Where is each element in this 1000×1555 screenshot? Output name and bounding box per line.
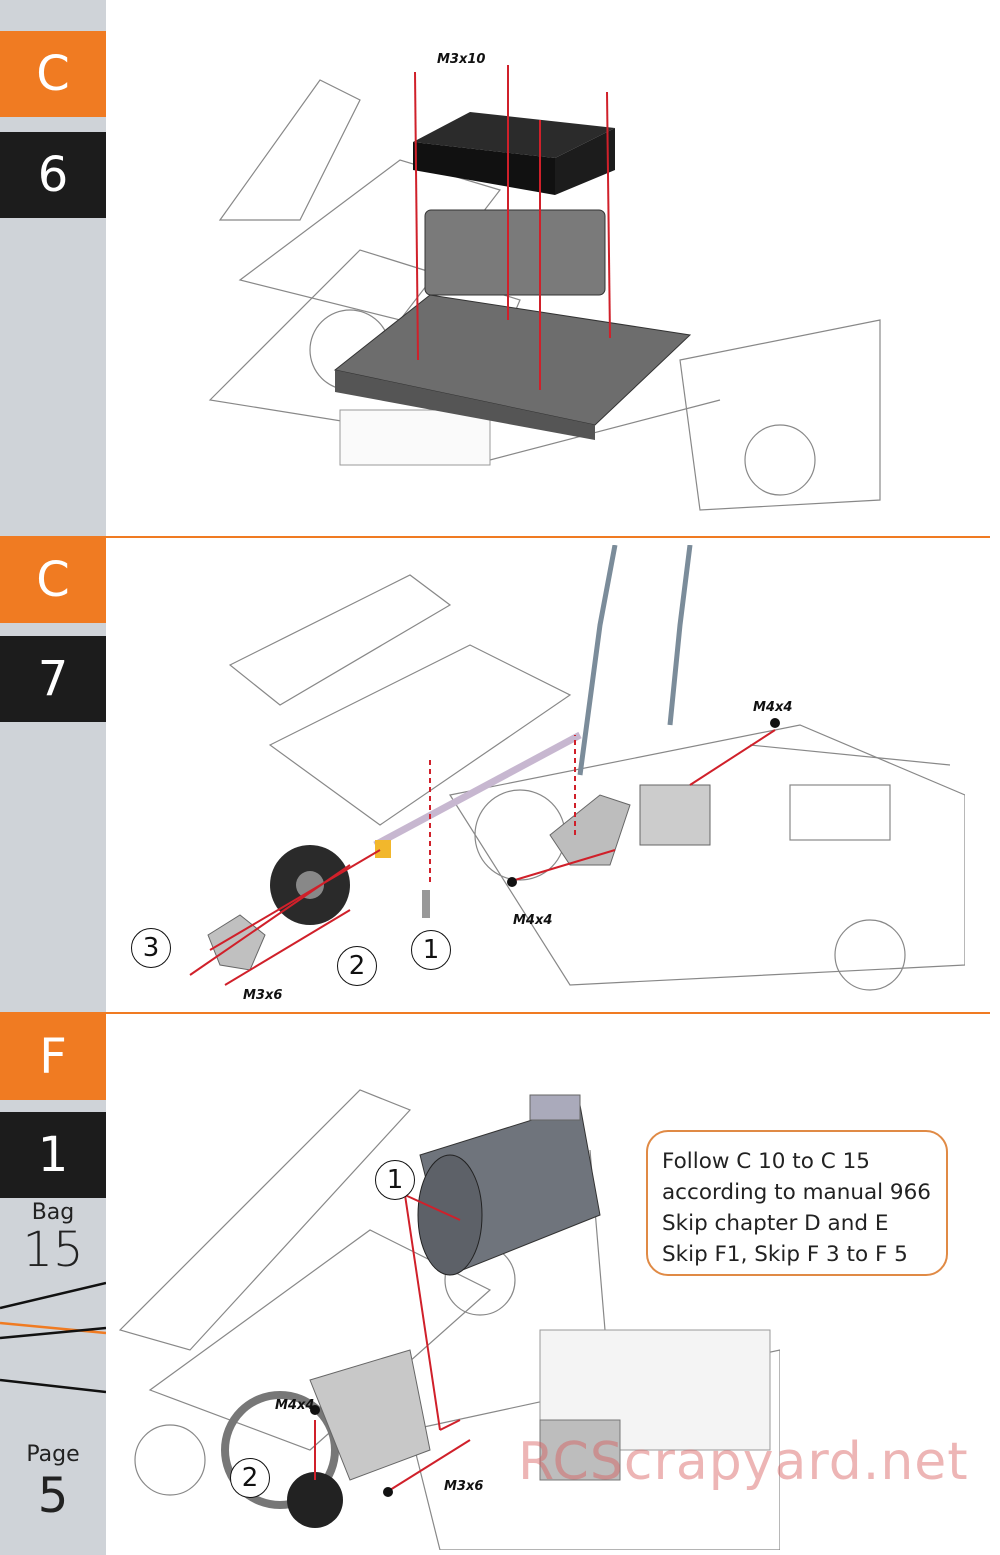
part-callout-2: 2 [337,946,377,986]
step-number-c7: 7 [0,636,106,722]
section-divider [0,536,990,538]
screw-label-m4x4: M4x4 [513,913,553,928]
part-callout-3: 3 [131,928,171,968]
step-f1-illustration [118,1089,780,1550]
step-number-c6: 6 [0,132,106,218]
screw-label-m4x4: M4x4 [753,700,793,715]
note-line: Skip chapter D and E [662,1211,889,1236]
screw-label-m3x6: M3x6 [243,988,283,1003]
watermark: RCScrapyard.net [518,1432,969,1492]
page-label: Page [26,1442,80,1467]
screw-label-m3x6: M3x6 [444,1479,484,1494]
note-line: Skip F1, Skip F 3 to F 5 [662,1242,908,1267]
part-callout-1: 1 [375,1160,415,1200]
screw-label-m4x4: M4x4 [275,1398,315,1413]
step-c7-illustration [189,545,965,991]
step-letter-f1: F [0,1014,106,1100]
note-line: according to manual 966 [662,1180,931,1205]
sidebar: C 6 C 7 F 1 Bag 15 Page 5 [0,0,106,1555]
part-callout-1: 1 [411,930,451,970]
bag-number: 15 [22,1222,84,1278]
screw-label-m3x10: M3x10 [437,52,486,67]
instruction-note: Follow C 10 to C 15 according to manual … [646,1130,948,1276]
step-letter-c6: C [0,31,106,117]
bag-divider-lines [0,1281,106,1394]
section-divider [0,1012,990,1014]
page-number: 5 [37,1468,69,1524]
part-callout-2: 2 [230,1458,270,1498]
step-number-f1: 1 [0,1112,106,1198]
step-letter-c7: C [0,537,106,623]
step-c6-illustration [208,65,881,511]
note-line: Follow C 10 to C 15 [662,1149,870,1174]
bag-label: Bag [31,1200,75,1225]
